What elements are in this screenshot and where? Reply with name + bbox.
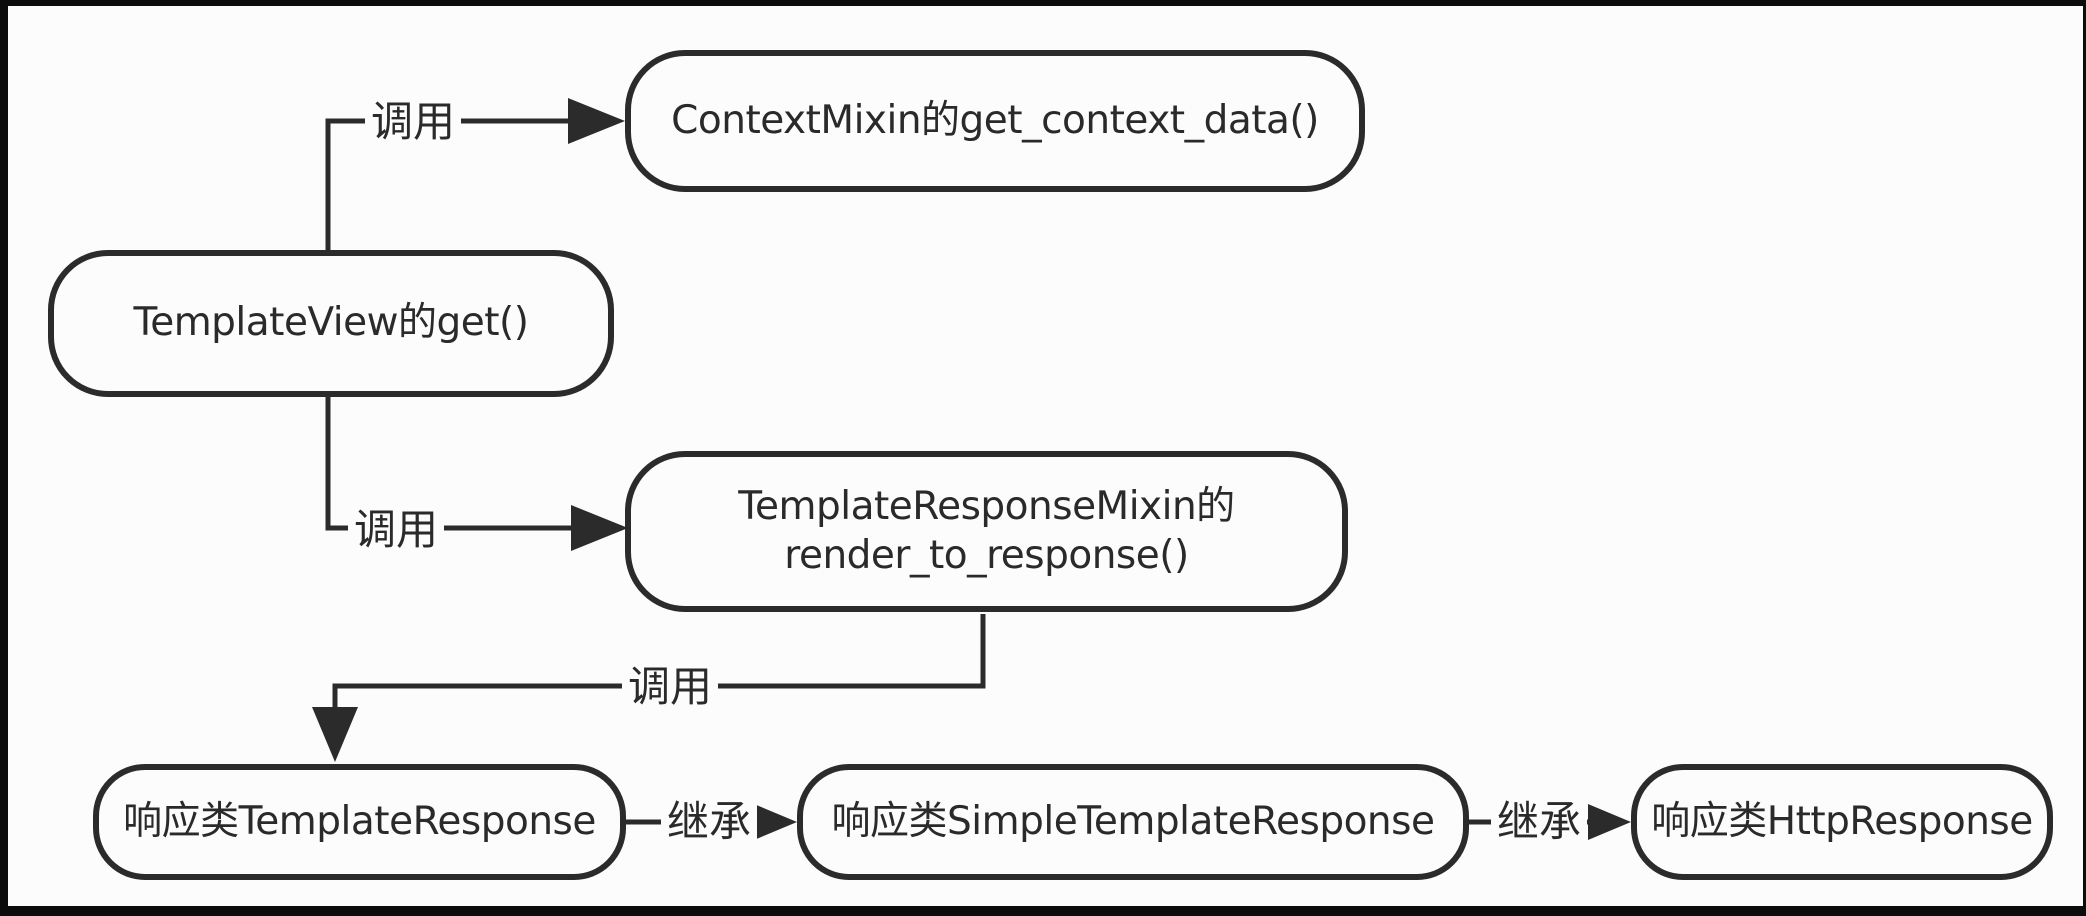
node-httpresponse: 响应类HttpResponse — [1631, 764, 2053, 880]
edge-label-inherit-2: 继承 — [1490, 799, 1588, 845]
edge-call-2-arrowhead-icon — [571, 505, 628, 551]
node-label: TemplateView的get() — [133, 300, 529, 346]
node-templateresponsemixin-render: TemplateResponseMixin的 render_to_respons… — [625, 451, 1348, 612]
node-label: TemplateResponseMixin的 render_to_respons… — [738, 483, 1235, 578]
node-simpletemplateresponse: 响应类SimpleTemplateResponse — [797, 764, 1469, 880]
edge-label-call-3: 调用 — [621, 664, 719, 710]
edge-label-call-2: 调用 — [347, 507, 445, 553]
edge-label-inherit-1: 继承 — [660, 799, 758, 845]
node-label: 响应类TemplateResponse — [123, 798, 596, 844]
edge-call-2-line — [325, 395, 573, 531]
node-label: 响应类HttpResponse — [1651, 798, 2033, 844]
node-templateview-get: TemplateView的get() — [48, 250, 614, 397]
node-label: 响应类SimpleTemplateResponse — [831, 798, 1435, 844]
edge-call-3-arrowhead-icon — [312, 707, 358, 762]
edge-inherit-2-arrowhead-icon — [1588, 804, 1631, 840]
edge-inherit-1-arrowhead-icon — [754, 804, 797, 840]
node-contextmixin-get-context-data: ContextMixin的get_context_data() — [625, 50, 1365, 192]
edge-call-1-arrowhead-icon — [568, 98, 625, 144]
node-templateresponse: 响应类TemplateResponse — [93, 764, 626, 880]
edge-call-1-line — [325, 118, 570, 252]
node-label: ContextMixin的get_context_data() — [671, 97, 1319, 143]
edge-label-call-1: 调用 — [364, 99, 462, 145]
